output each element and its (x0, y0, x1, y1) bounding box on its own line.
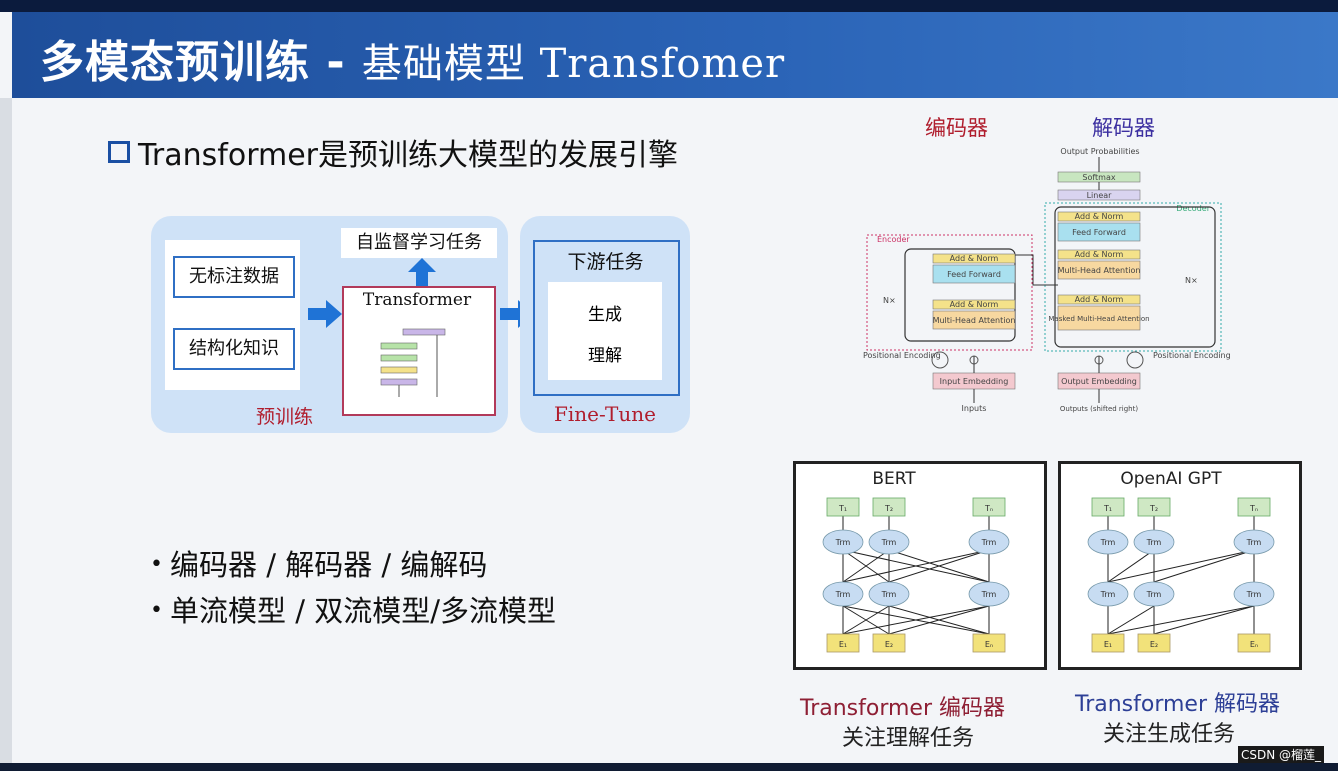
softmax-label: Softmax (1082, 173, 1115, 182)
headline: Transformer是预训练大模型的发展引擎 (108, 130, 678, 174)
encoder-caption-desc: 关注理解任务 (842, 726, 975, 751)
decoder-frame (1044, 202, 1222, 352)
task-box (548, 282, 662, 380)
bert-e2: E₂ (885, 640, 893, 649)
self-supervised-task: 自监督学习任务 (341, 228, 497, 258)
enc-feed-forward: Feed Forward (947, 270, 1001, 279)
pretrain-label: 预训练 (256, 406, 314, 428)
bullet-list: 编码器 / 解码器 / 编解码 单流模型 / 双流模型/多流模型 (150, 542, 556, 634)
gpt-en: Eₙ (1250, 640, 1258, 649)
gpt-t2: T₂ (1149, 504, 1158, 513)
enc-add-norm-1: Add & Norm (950, 254, 999, 263)
top-strip (0, 0, 1338, 12)
gpt-trm: Trm (1100, 590, 1116, 599)
inputs-label: Inputs (962, 404, 987, 413)
encoder-heading: 编码器 (925, 116, 988, 140)
mini-transformer-icon (380, 328, 446, 397)
encoder-frame (866, 234, 1033, 351)
transformer-label: Transformer (362, 290, 472, 310)
bullet-item: 单流模型 / 双流模型/多流模型 (150, 588, 556, 634)
enc-add-norm-2: Add & Norm (950, 300, 999, 309)
bert-trm: Trm (881, 538, 897, 547)
title-main: 多模态预训练 (40, 37, 310, 88)
decoder-heading: 解码器 (1092, 116, 1155, 140)
dec-masked-mha: Masked Multi-Head Attention (1048, 315, 1149, 323)
output-embedding: Output Embedding (1061, 377, 1137, 386)
dec-add-norm-1: Add & Norm (1075, 212, 1124, 221)
input-unlabeled-data: 无标注数据 (173, 256, 295, 298)
bert-title: BERT (872, 469, 916, 489)
slide-header (12, 12, 1338, 98)
bottom-strip (0, 763, 1338, 771)
bert-tn: Tₙ (984, 504, 993, 513)
transformer-architecture-diagram: Output Probabilities Softmax Linear Deco… (863, 147, 1231, 413)
input-structured-knowledge: 结构化知识 (173, 328, 295, 370)
linear-label: Linear (1087, 191, 1113, 200)
slide-title: 多模态预训练 - 基础模型 Transfomer (40, 26, 785, 90)
bert-e1: E₁ (839, 640, 847, 649)
encoder-caption-title: Transformer 编码器 (800, 696, 1006, 721)
decoder-tag: Decoder (1176, 204, 1210, 213)
bert-trm: Trm (835, 590, 851, 599)
gpt-trm: Trm (1146, 538, 1162, 547)
left-edge (0, 98, 12, 771)
input-embedding: Input Embedding (940, 377, 1009, 386)
dec-add-norm-2: Add & Norm (1075, 250, 1124, 259)
watermark: CSDN @榴莲_ (1237, 746, 1324, 763)
title-sub: 基础模型 Transfomer (361, 41, 786, 87)
encoder-tag: Encoder (877, 235, 910, 244)
bert-trm: Trm (981, 590, 997, 599)
enc-pos-enc: Positional Encoding (863, 351, 941, 360)
bert-en: Eₙ (985, 640, 993, 649)
decoder-caption-desc: 关注生成任务 (1103, 722, 1236, 747)
bert-diagram-svg: BERT T₁ T₂ Tₙ Trm Trm Trm Trm Trm Trm E₁… (822, 469, 1010, 653)
finetune-label: Fine-Tune (554, 402, 656, 426)
task-understand: 理解 (588, 346, 622, 366)
bert-trm: Trm (981, 538, 997, 547)
gpt-trm: Trm (1146, 590, 1162, 599)
gpt-tn: Tₙ (1249, 504, 1258, 513)
bert-trm: Trm (881, 590, 897, 599)
gpt-e1: E₁ (1104, 640, 1112, 649)
headline-text: Transformer是预训练大模型的发展引擎 (138, 138, 679, 173)
dec-feed-forward: Feed Forward (1072, 228, 1126, 237)
decoder-caption-title: Transformer 解码器 (1075, 692, 1281, 717)
gpt-title: OpenAI GPT (1120, 469, 1222, 489)
arrow-right-icon (308, 300, 342, 328)
dec-mha: Multi-Head Attention (1058, 266, 1141, 275)
title-separator: - (310, 37, 362, 88)
output-prob-label: Output Probabilities (1060, 147, 1139, 156)
downstream-label: 下游任务 (567, 251, 644, 273)
dec-add-norm-3: Add & Norm (1075, 295, 1124, 304)
dec-nx: N× (1185, 276, 1198, 285)
gpt-trm: Trm (1246, 590, 1262, 599)
square-bullet-icon (108, 141, 130, 163)
enc-nx: N× (883, 296, 896, 305)
bert-trm: Trm (835, 538, 851, 547)
gpt-trm: Trm (1100, 538, 1116, 547)
transformer-box (342, 286, 496, 416)
enc-mha: Multi-Head Attention (933, 316, 1016, 325)
dec-pos-enc: Positional Encoding (1153, 351, 1231, 360)
task-generate: 生成 (588, 305, 622, 325)
gpt-e2: E₂ (1150, 640, 1158, 649)
gpt-trm: Trm (1246, 538, 1262, 547)
bert-t2: T₂ (884, 504, 893, 513)
gpt-t1: T₁ (1103, 504, 1112, 513)
gpt-diagram-svg: OpenAI GPT T₁ T₂ Tₙ Trm Trm Trm Trm Trm … (1087, 469, 1275, 653)
arrow-up-icon (408, 258, 436, 286)
bert-t1: T₁ (838, 504, 847, 513)
outputs-label: Outputs (shifted right) (1060, 405, 1138, 413)
bullet-item: 编码器 / 解码器 / 编解码 (150, 542, 556, 588)
